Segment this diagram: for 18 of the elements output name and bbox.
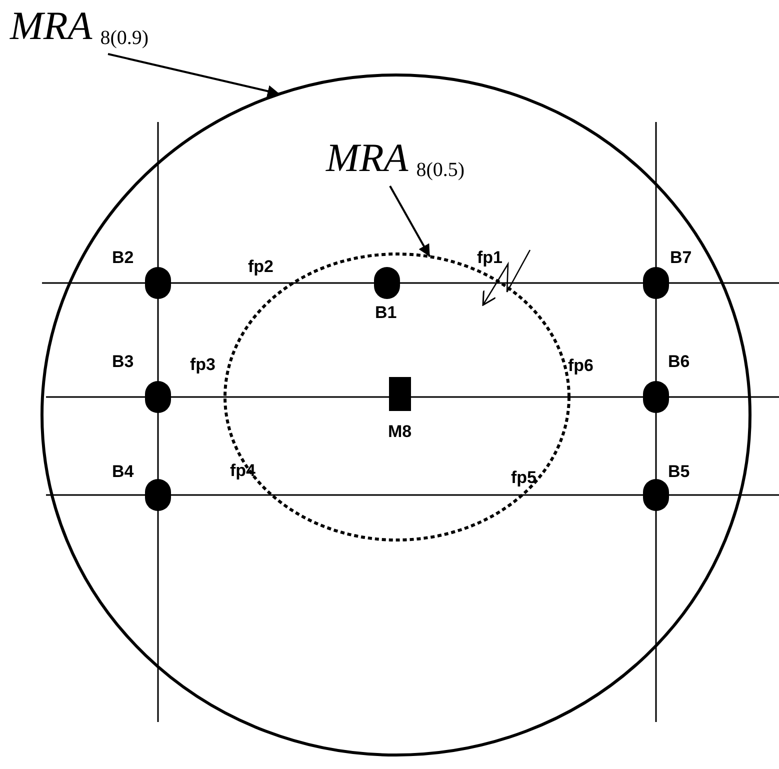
node-label: B5 (668, 462, 690, 481)
range-label: MRA$_{8(0.5)}$ (326, 138, 465, 178)
point-label: fp1 (477, 248, 502, 267)
point-label: fp6 (568, 356, 594, 375)
point-label: fp3 (190, 355, 216, 374)
node-label: B6 (668, 352, 690, 371)
arrow (389, 186, 431, 258)
node-label: B2 (112, 248, 134, 267)
point-label: fp5 (511, 468, 536, 487)
node-label: B4 (112, 462, 134, 481)
node-label: B1 (375, 303, 397, 322)
range-label: MRA$_{8(0.9)}$ (10, 6, 149, 46)
arrow (108, 53, 280, 98)
node-label: M8 (388, 422, 412, 441)
node-label: B7 (670, 248, 692, 267)
node-label: B3 (112, 352, 134, 371)
point-label: fp2 (248, 257, 274, 276)
point-label: fp4 (230, 461, 256, 480)
